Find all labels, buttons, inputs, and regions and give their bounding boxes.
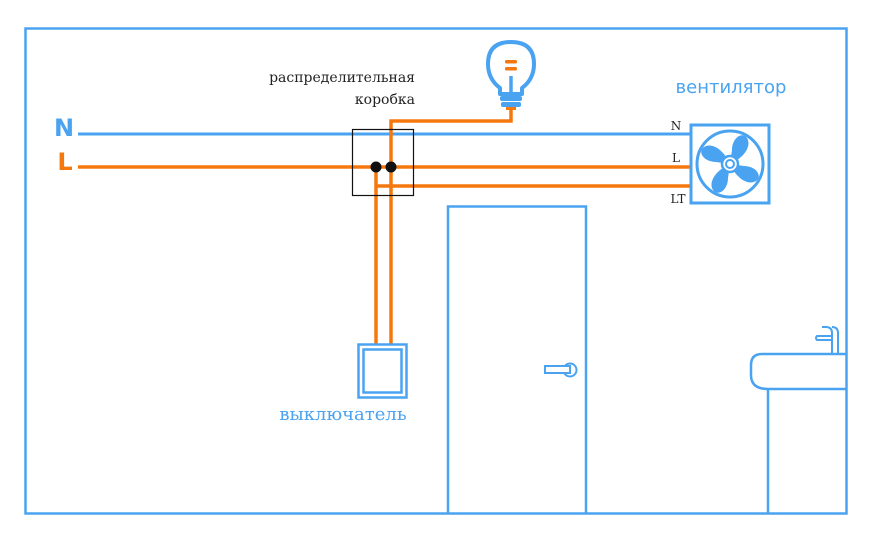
room-outline <box>24 27 848 515</box>
fan-icon <box>689 123 771 205</box>
door-handle-icon <box>544 362 578 378</box>
door-icon <box>446 205 588 513</box>
switch-label: выключатель <box>279 404 406 425</box>
sink-icon <box>749 326 846 513</box>
junction-box-icon <box>351 128 415 197</box>
phase-label: L <box>57 148 72 176</box>
wall-switch-icon <box>357 343 408 399</box>
fan-terminal-n: N <box>671 119 682 133</box>
junction-point <box>370 161 382 173</box>
fan-terminal-l: L <box>672 151 680 165</box>
junction-point <box>385 161 397 173</box>
lamp-wire <box>389 108 513 344</box>
junction-box-label-line2: коробка <box>355 92 415 108</box>
faucet-icon <box>815 326 839 354</box>
neutral-label: N <box>54 114 74 142</box>
fan-terminal-lt: LT <box>671 192 686 206</box>
junction-box-label-line1: распределительная <box>269 70 415 86</box>
light-bulb-icon <box>486 40 536 110</box>
fan-label: вентилятор <box>676 77 787 98</box>
